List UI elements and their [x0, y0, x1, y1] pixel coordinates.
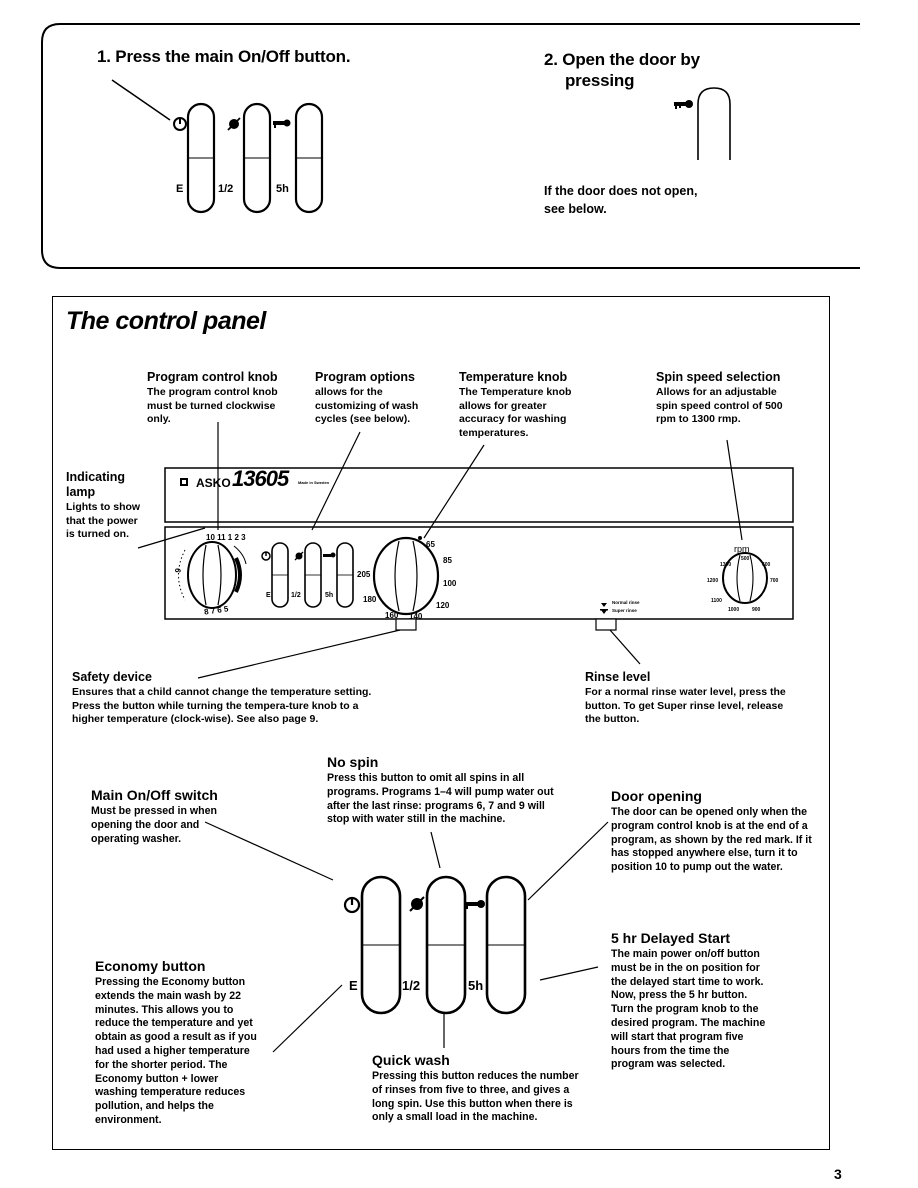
temperature-knob-callout: Temperature knob The Temperature knob al…	[459, 370, 572, 439]
rinse-normal-icon	[601, 603, 607, 607]
main-switch-callout: Main On/Off switch Must be pressed in wh…	[91, 787, 218, 845]
delayed-start-callout: 5 hr Delayed Start The main power on/off…	[611, 930, 766, 1071]
spin-speed-callout: Spin speed selection Allows for an adjus…	[656, 370, 783, 426]
rpm-mark-500: 500	[741, 556, 750, 562]
key-icon	[323, 552, 336, 558]
top-frame	[41, 23, 860, 269]
door-opening-callout: Door opening The door can be opened only…	[611, 788, 812, 874]
page-number: 3	[834, 1166, 842, 1182]
rpm-label: rpm	[734, 544, 750, 554]
safety-device-button	[395, 618, 417, 631]
program-knob-callout: Program control knob The program control…	[147, 370, 278, 426]
asko-logo-icon	[180, 478, 188, 486]
door-button-illustration	[674, 87, 731, 160]
rpm-mark-1100: 1100	[711, 598, 722, 604]
temp-mark-205: 205	[357, 570, 371, 579]
panel-five-hour-label: 5h	[325, 592, 334, 599]
no-spin-icon	[294, 551, 304, 561]
rpm-mark-1300: 1300	[720, 562, 732, 568]
no-spin-icon	[409, 896, 425, 912]
panel-model: 13605	[232, 466, 289, 491]
control-panel-box	[52, 296, 830, 1150]
panel-drawing	[137, 422, 794, 679]
step1-title: 1. Press the main On/Off button.	[97, 47, 351, 66]
half-label: 1/2	[218, 183, 234, 195]
rpm-mark-1200: 1200	[707, 578, 719, 584]
no-spin-callout: No spin Press this button to omit all sp…	[327, 754, 554, 826]
panel-half-label: 1/2	[291, 592, 301, 599]
program-options-callout: Program options allows for the customizi…	[315, 370, 419, 426]
program-knob	[178, 541, 242, 609]
main-buttons-illustration	[111, 79, 324, 214]
rpm-mark-600: 600	[762, 562, 771, 568]
big-five-hour-label: 5h	[468, 978, 484, 993]
step2-title-line2: pressing	[565, 71, 635, 90]
rinse-super-label: Super rinse	[612, 608, 637, 613]
section-title: The control panel	[66, 307, 266, 335]
panel-made-in: Made in Sweden	[298, 480, 330, 485]
quick-wash-callout: Quick wash Pressing this button reduces …	[372, 1052, 579, 1124]
big-buttons-illustration	[204, 821, 609, 1053]
step2-title-line1: 2. Open the door by	[544, 50, 700, 69]
rpm-mark-700: 700	[770, 578, 779, 584]
step2-note-line2: see below.	[544, 202, 607, 216]
key-icon	[674, 100, 693, 109]
temp-mark-65: 65	[426, 540, 435, 549]
temp-mark-140: 140	[409, 612, 423, 621]
rinse-level-button	[595, 618, 617, 631]
rpm-mark-900: 900	[752, 607, 761, 613]
panel-brand: ASKO	[196, 476, 231, 490]
power-icon	[173, 117, 187, 131]
temperature-knob	[372, 536, 440, 616]
step2-note-line1: If the door does not open,	[544, 184, 698, 198]
temp-mark-160: 160	[385, 611, 399, 620]
big-half-label: 1/2	[402, 978, 421, 993]
power-icon	[343, 896, 361, 914]
key-icon	[273, 119, 291, 128]
option-buttons	[271, 542, 354, 608]
program-numbers-top: 10 11 1 2 3	[206, 533, 246, 542]
panel-economy-label: E	[266, 592, 271, 599]
power-icon	[261, 551, 271, 561]
rinse-normal-label: Normal rinse	[612, 600, 640, 605]
rinse-super-icon	[600, 609, 608, 614]
indicating-lamp-callout: Indicating lamp Lights to show that the …	[66, 470, 141, 541]
temp-mark-100: 100	[443, 579, 457, 588]
big-economy-label: E	[349, 978, 358, 993]
safety-device-callout: Safety device Ensures that a child canno…	[72, 670, 372, 726]
spin-speed-knob	[722, 552, 768, 604]
economy-label: E	[176, 183, 184, 195]
economy-callout: Economy button Pressing the Economy butt…	[95, 958, 257, 1126]
temp-mark-120: 120	[436, 601, 450, 610]
temp-mark-85: 85	[443, 556, 452, 565]
temp-mark-180: 180	[363, 595, 377, 604]
no-spin-icon	[227, 117, 241, 131]
rpm-mark-1000: 1000	[728, 607, 740, 613]
key-icon	[465, 900, 485, 909]
rinse-level-callout: Rinse level For a normal rinse water lev…	[585, 670, 786, 726]
five-hour-label: 5h	[276, 183, 289, 195]
